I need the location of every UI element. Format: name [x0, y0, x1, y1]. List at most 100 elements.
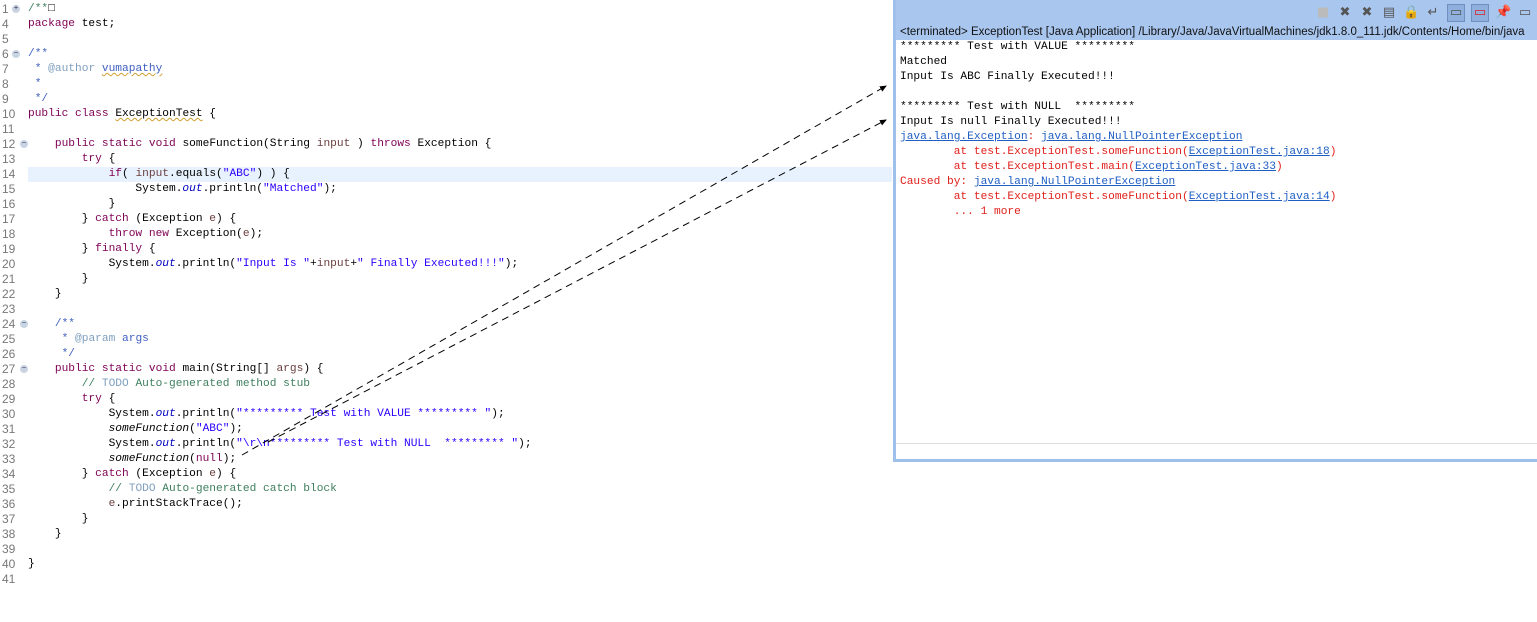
code-line[interactable]: 19 } finally {: [0, 242, 892, 257]
code-line[interactable]: 21 }: [0, 272, 892, 287]
stacktrace-link[interactable]: ExceptionTest.java:14: [1188, 191, 1330, 203]
collapse-fold-icon[interactable]: −: [12, 49, 20, 58]
code-token: ExceptionTest: [115, 108, 203, 120]
code-token: e: [209, 468, 217, 480]
code-token: ) {: [216, 468, 237, 480]
remove-launch-icon[interactable]: ✖: [1339, 4, 1351, 20]
code-line[interactable]: 9 */: [0, 92, 892, 107]
console-output[interactable]: ********* Test with VALUE *********Match…: [896, 40, 1537, 220]
collapse-fold-icon[interactable]: −: [20, 364, 28, 373]
collapse-fold-icon[interactable]: −: [20, 139, 28, 148]
code-line[interactable]: 28 // TODO Auto-generated method stub: [0, 377, 892, 392]
code-line[interactable]: 37 }: [0, 512, 892, 527]
code-line[interactable]: 23: [0, 302, 892, 317]
code-line[interactable]: 5: [0, 32, 892, 47]
code-line[interactable]: 8 *: [0, 77, 892, 92]
code-token: *: [28, 78, 42, 90]
code-line[interactable]: 25 * @param args: [0, 332, 892, 347]
code-line[interactable]: 38 }: [0, 527, 892, 542]
scroll-lock-icon[interactable]: 🔒: [1403, 4, 1420, 20]
stacktrace-link[interactable]: ExceptionTest.java:18: [1188, 146, 1330, 158]
code-line[interactable]: 12− public static void someFunction(Stri…: [0, 137, 892, 152]
console-line: at test.ExceptionTest.someFunction(Excep…: [900, 145, 1533, 160]
code-line[interactable]: 36 e.printStackTrace();: [0, 497, 892, 512]
code-line[interactable]: 33 someFunction(null);: [0, 452, 892, 467]
code-token: "Matched": [263, 183, 324, 195]
code-line[interactable]: 27− public static void main(String[] arg…: [0, 362, 892, 377]
show-on-stderr-icon[interactable]: ▭: [1471, 3, 1489, 22]
expand-fold-icon[interactable]: +: [12, 4, 20, 13]
code-token: throws: [370, 138, 411, 150]
code-text: public class ExceptionTest {: [28, 107, 892, 122]
clear-console-icon[interactable]: ▤: [1382, 4, 1396, 20]
code-line[interactable]: 32 System.out.println("\r\n********* Tes…: [0, 437, 892, 452]
code-line[interactable]: 35 // TODO Auto-generated catch block: [0, 482, 892, 497]
code-line[interactable]: 30 System.out.println("********* Test wi…: [0, 407, 892, 422]
stacktrace-link[interactable]: java.lang.NullPointerException: [973, 176, 1176, 188]
console-line: [900, 85, 1533, 100]
code-token: [95, 363, 102, 375]
stacktrace-link[interactable]: ExceptionTest.java:33: [1135, 161, 1276, 173]
code-text: public static void main(String[] args) {: [28, 362, 892, 377]
code-token: [95, 138, 102, 150]
code-token: [28, 168, 109, 180]
code-token: [28, 483, 109, 495]
code-token: "********* Test with VALUE ********* ": [236, 408, 492, 420]
code-line[interactable]: 39: [0, 542, 892, 557]
code-token: (Exception: [128, 468, 210, 480]
code-token: System.: [28, 258, 156, 270]
code-text: /**: [28, 317, 892, 332]
code-token: ) ) {: [256, 168, 290, 180]
code-line[interactable]: 7 * @author vumapathy: [0, 62, 892, 77]
code-token: .printStackTrace();: [115, 498, 243, 510]
code-line[interactable]: 41: [0, 572, 892, 587]
code-token: input: [316, 138, 351, 150]
code-line[interactable]: 20 System.out.println("Input Is "+input+…: [0, 257, 892, 272]
code-line[interactable]: 16 }: [0, 197, 892, 212]
remove-all-icon[interactable]: ✖: [1361, 4, 1373, 20]
code-line[interactable]: 15 System.out.println("Matched");: [0, 182, 892, 197]
code-line[interactable]: 6−/**: [0, 47, 892, 62]
code-text: e.printStackTrace();: [28, 497, 892, 512]
code-line[interactable]: 34 } catch (Exception e) {: [0, 467, 892, 482]
console-line: Input Is null Finally Executed!!!: [900, 115, 1533, 130]
code-line[interactable]: 24− /**: [0, 317, 892, 332]
console-text: Matched: [900, 56, 947, 68]
code-line[interactable]: 13 try {: [0, 152, 892, 167]
code-token: );: [491, 408, 505, 420]
display-console-icon[interactable]: ▭: [1518, 4, 1532, 20]
code-token: out: [155, 258, 176, 270]
line-number: 27: [2, 362, 16, 376]
code-line[interactable]: 1+/**□: [0, 2, 892, 17]
code-line[interactable]: 40}: [0, 557, 892, 572]
stop-icon[interactable]: ■: [1316, 4, 1330, 20]
console-view[interactable]: ■✖✖▤🔒↵▭▭📌▭ <terminated> ExceptionTest [J…: [893, 0, 1537, 462]
stacktrace-link[interactable]: java.lang.Exception: [900, 131, 1028, 143]
word-wrap-icon[interactable]: ↵: [1427, 4, 1439, 20]
collapse-fold-icon[interactable]: −: [20, 319, 28, 328]
pin-console-icon[interactable]: 📌: [1495, 4, 1512, 20]
code-token: input: [135, 168, 170, 180]
code-text: }: [28, 272, 892, 287]
code-line[interactable]: 14 if( input.equals("ABC") ) {: [0, 167, 892, 182]
code-text: */: [28, 92, 892, 107]
code-line[interactable]: 17 } catch (Exception e) {: [0, 212, 892, 227]
code-token: vumapathy: [101, 63, 163, 75]
code-token: );: [323, 183, 337, 195]
line-number: 8: [2, 77, 9, 91]
show-on-stdout-icon[interactable]: ▭: [1447, 3, 1465, 22]
code-line[interactable]: 11: [0, 122, 892, 137]
stacktrace-link[interactable]: java.lang.NullPointerException: [1041, 131, 1243, 143]
console-line: ... 1 more: [900, 205, 1533, 220]
code-line[interactable]: 29 try {: [0, 392, 892, 407]
code-line[interactable]: 22 }: [0, 287, 892, 302]
code-token: //: [108, 483, 129, 495]
code-line[interactable]: 18 throw new Exception(e);: [0, 227, 892, 242]
code-line[interactable]: 26 */: [0, 347, 892, 362]
code-line[interactable]: 31 someFunction("ABC");: [0, 422, 892, 437]
line-number: 13: [2, 152, 16, 166]
line-number: 32: [2, 437, 16, 451]
